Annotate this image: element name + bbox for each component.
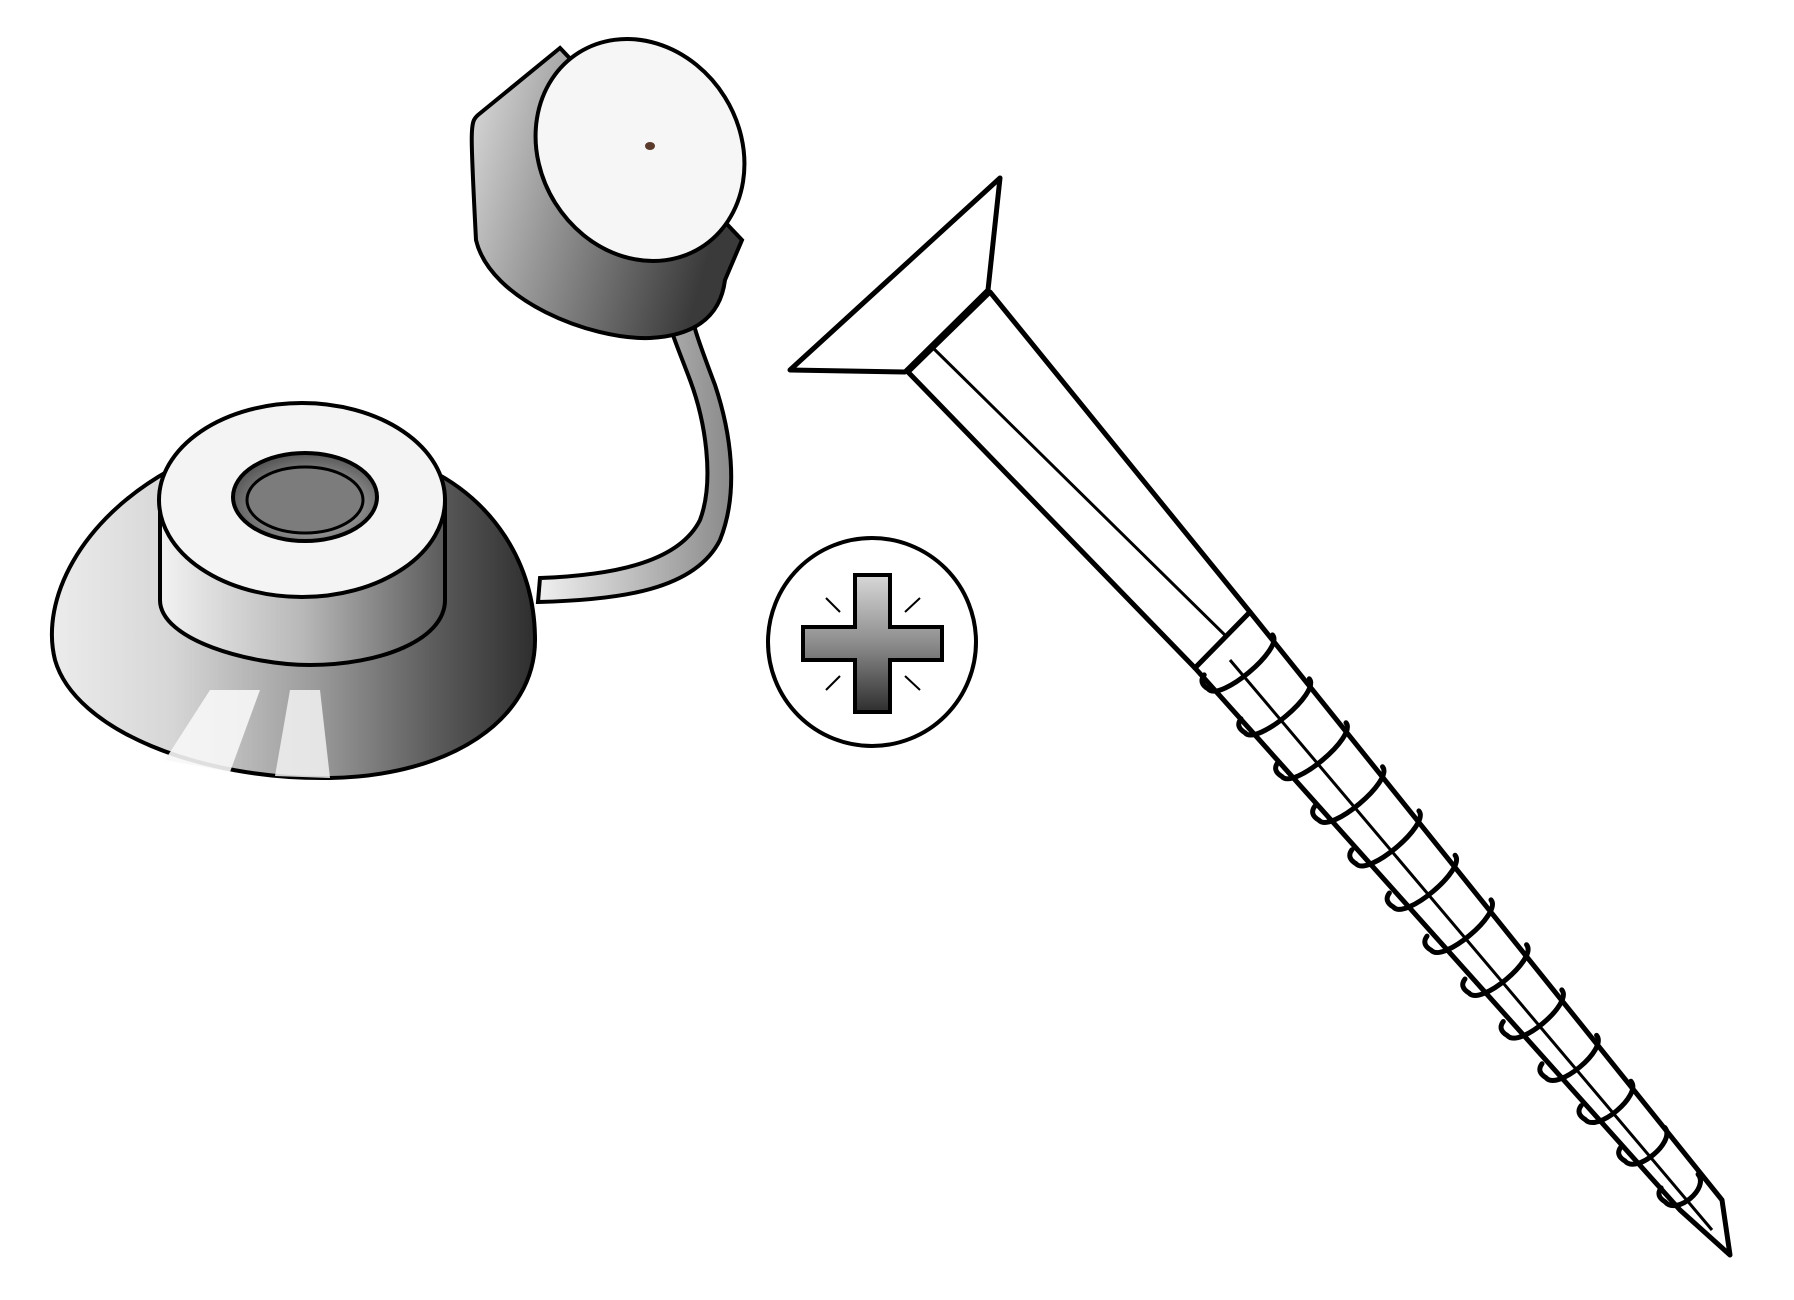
thread-wrap [1498,987,1566,1041]
thread-wrap [1576,1078,1636,1125]
thread-wrap [1199,632,1277,694]
countersunk-screw-icon [787,175,1733,1258]
thread-wrap [1236,676,1314,738]
cover-washer-icon [49,401,538,781]
thread-wrap [1384,852,1459,912]
snap-cap-icon [469,37,747,341]
thread-wrap [1422,897,1495,955]
tether-strap-icon [535,297,734,605]
screw-threads [1199,632,1703,1209]
thread-wrap [1273,720,1350,782]
thread-wrap [1656,1171,1703,1209]
pozidriv-drive-icon [766,536,978,748]
thread-wrap [1537,1032,1601,1083]
thread-wrap [1616,1125,1670,1167]
thread-wrap [1310,764,1387,825]
thread-wrap [1460,942,1531,998]
thread-wrap [1347,808,1423,869]
